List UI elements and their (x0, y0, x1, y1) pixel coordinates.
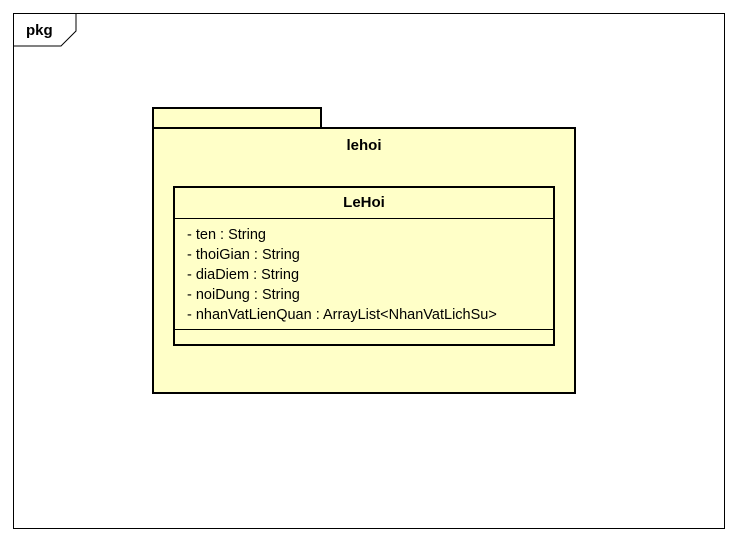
class-name-divider (175, 218, 553, 219)
diagram-frame (13, 13, 725, 529)
attribute-noidung: - noiDung : String (187, 287, 300, 303)
attribute-list: - ten : String - thoiGian : String - dia… (187, 225, 497, 325)
attribute-diadiem: - diaDiem : String (187, 267, 300, 283)
frame-tab-outline (13, 13, 77, 47)
attribute-ten: - ten : String (187, 227, 266, 243)
attribute-thoigian: - thoiGian : String (187, 247, 300, 263)
class-lehoi[interactable]: LeHoi - ten : String - thoiGian : String… (173, 186, 555, 346)
attribute-nhanvatlienquan: - nhanVatLienQuan : ArrayList<NhanVatLic… (187, 307, 497, 323)
package-name: lehoi (346, 137, 382, 154)
operations-divider (175, 329, 553, 330)
frame-label: pkg (26, 22, 53, 39)
class-name: LeHoi (343, 194, 385, 211)
